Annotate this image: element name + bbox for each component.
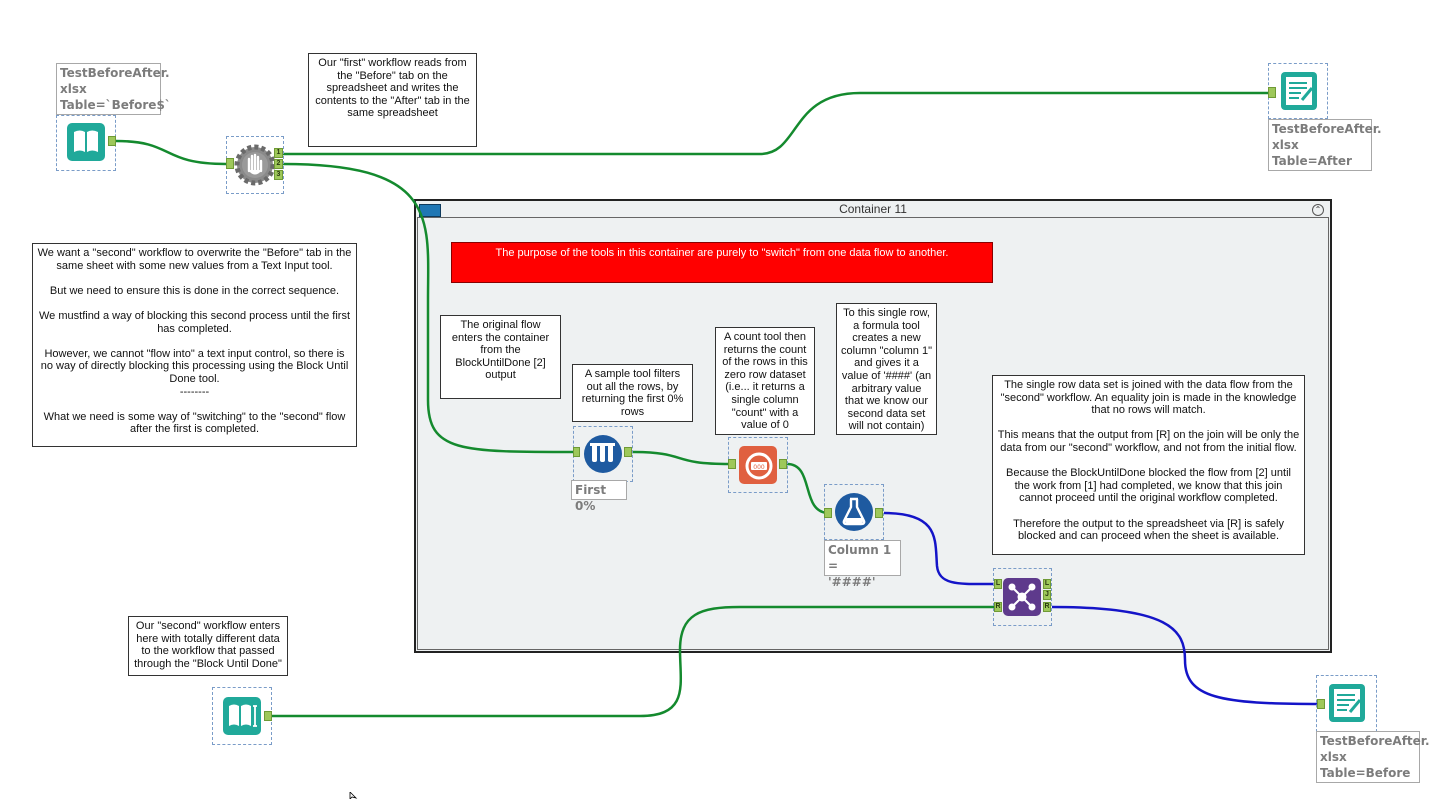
book-input-icon (67, 123, 105, 161)
join-left-input-anchor[interactable]: L (994, 579, 1002, 589)
count-records-icon: 000 (739, 446, 777, 484)
join-joined-output-anchor[interactable]: J (1043, 590, 1051, 600)
sample-tool-label: First 0% (571, 480, 627, 513)
input-anchor[interactable] (824, 508, 832, 518)
input-anchor[interactable] (728, 459, 736, 469)
input-anchor[interactable] (1268, 87, 1276, 98)
output-anchor[interactable] (108, 136, 116, 146)
note-join-explanation[interactable]: The single row data set is joined with t… (992, 375, 1305, 555)
input-anchor[interactable] (1317, 699, 1325, 709)
hand-stop-gear-icon (234, 144, 276, 186)
join-right-input-anchor[interactable]: R (994, 602, 1002, 612)
output-anchor-1[interactable]: 1 (274, 148, 283, 158)
note-original-flow[interactable]: The original flow enters the container f… (440, 315, 561, 399)
join-left-output-anchor[interactable]: L (1043, 579, 1051, 589)
input-tool-label: TestBeforeAfter. xlsx Table=`Before$` (56, 63, 171, 115)
container-title: Container 11 (839, 202, 907, 216)
output-after-label: TestBeforeAfter. xlsx Table=After (1268, 119, 1382, 171)
output-doc-icon (1329, 684, 1365, 722)
output-anchor[interactable] (779, 459, 787, 469)
note-sample-tool[interactable]: A sample tool filters out all the rows, … (572, 364, 693, 422)
input-anchor[interactable] (226, 158, 234, 169)
output-anchor-2[interactable]: 2 (274, 159, 283, 169)
output-anchor[interactable] (264, 711, 272, 721)
input-anchor[interactable] (573, 447, 580, 457)
output-anchor[interactable] (875, 508, 883, 518)
note-formula-tool[interactable]: To this single row, a formula tool creat… (836, 303, 937, 435)
join-network-icon (1003, 578, 1041, 616)
note-first-workflow[interactable]: Our "first" workflow reads from the "Bef… (308, 53, 477, 147)
output-anchor[interactable] (624, 447, 632, 457)
note-second-workflow-intro[interactable]: We want a "second" workflow to overwrite… (32, 243, 357, 447)
formula-tool[interactable] (824, 484, 884, 540)
text-input-book-icon (223, 697, 261, 735)
formula-tool-label: Column 1 = '####' (824, 540, 901, 589)
note-second-workflow-enter[interactable]: Our "second" workflow enters here with t… (128, 616, 288, 676)
sample-tubes-icon (584, 435, 622, 473)
output-before-label: TestBeforeAfter. xlsx Table=Before (1316, 731, 1430, 783)
text-input-tool[interactable] (212, 687, 272, 745)
output-anchor-3[interactable]: 3 (274, 170, 283, 180)
note-count-tool[interactable]: A count tool then returns the count of t… (715, 327, 815, 435)
collapse-icon[interactable]: ⌃ (1312, 204, 1324, 216)
formula-flask-icon (835, 493, 873, 531)
container-banner: The purpose of the tools in this contain… (451, 242, 993, 283)
join-right-output-anchor[interactable]: R (1043, 602, 1051, 612)
block-until-done-tool[interactable] (226, 136, 284, 194)
output-doc-icon (1281, 72, 1317, 110)
wire-input-to-block (115, 139, 227, 166)
mouse-cursor-icon (349, 792, 358, 799)
output-after-tool[interactable] (1268, 63, 1328, 119)
output-before-tool[interactable] (1316, 675, 1377, 732)
svg-text:000: 000 (753, 464, 765, 471)
join-tool[interactable] (993, 568, 1052, 626)
input-data-tool[interactable] (56, 115, 116, 171)
